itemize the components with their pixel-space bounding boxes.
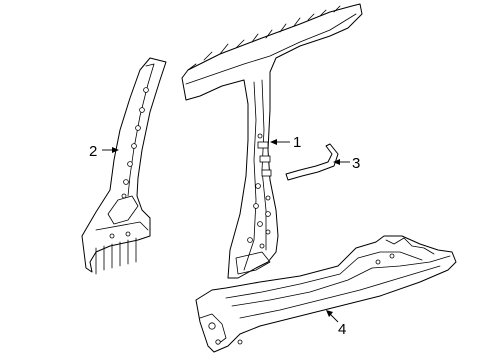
part-4-rocker-panel: [195, 235, 457, 353]
callout-4: 4: [326, 310, 346, 338]
callout-3-label: 3: [352, 155, 360, 172]
callout-1-label: 1: [293, 134, 301, 151]
part-2-inner-pillar: [81, 57, 167, 275]
callout-4-label: 4: [338, 321, 346, 338]
part-1-outer-pillar: [181, 3, 363, 279]
part-3-bracket: [285, 143, 339, 181]
callout-2-label: 2: [89, 143, 97, 160]
callout-2: 2: [89, 143, 119, 160]
callout-1: 1: [270, 134, 301, 151]
callout-3: 3: [333, 155, 360, 172]
